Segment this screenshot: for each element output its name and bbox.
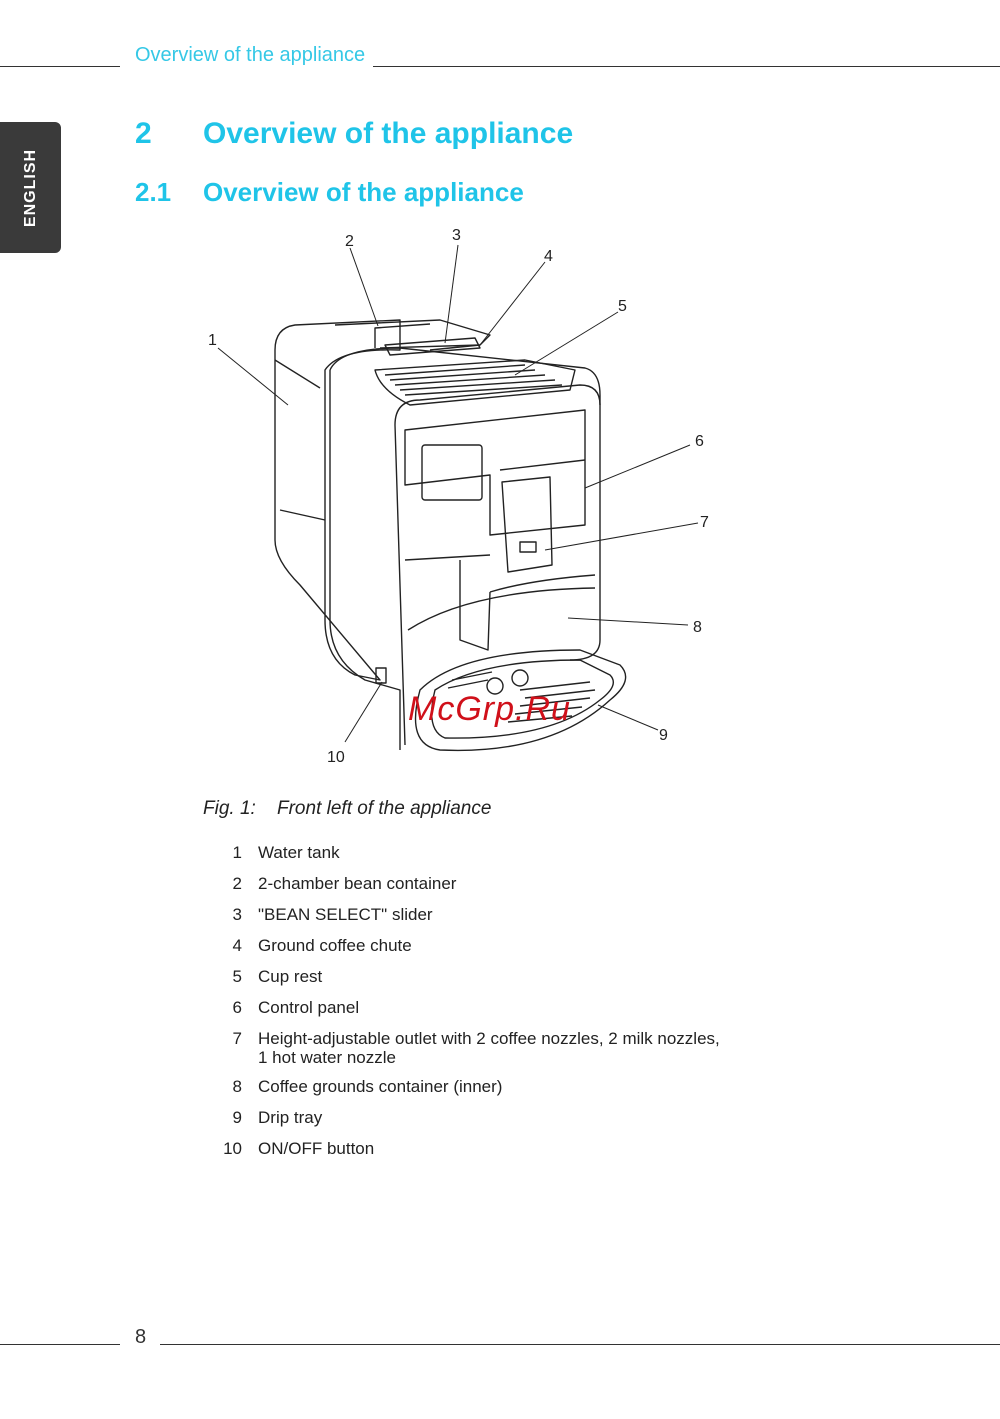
appliance-figure: 1 2 3 4 5 6 7 8 9 10 — [190, 220, 730, 780]
legend-number: 1 — [232, 843, 242, 862]
legend-number: 9 — [232, 1108, 242, 1127]
header-rule-left — [0, 66, 120, 67]
language-tab-label: ENGLISH — [21, 148, 39, 227]
callout-9: 9 — [659, 727, 668, 744]
legend-number: 2 — [232, 874, 242, 893]
callout-3: 3 — [452, 227, 461, 244]
header-rule-right — [373, 66, 1000, 67]
page-number: 8 — [135, 1326, 147, 1348]
legend-text: Water tank — [258, 843, 340, 862]
callout-5: 5 — [618, 298, 627, 315]
heading1-number: 2 — [135, 117, 152, 150]
appliance-drawing: 1 2 3 4 5 6 7 8 9 10 — [208, 227, 709, 766]
footer-rule-right — [160, 1344, 1000, 1345]
heading1-title: Overview of the appliance — [203, 117, 574, 150]
legend-number: 3 — [232, 905, 242, 924]
heading2-number: 2.1 — [135, 177, 172, 207]
callout-1: 1 — [208, 332, 217, 349]
legend-number: 8 — [232, 1077, 242, 1096]
heading2-title: Overview of the appliance — [203, 177, 524, 207]
legend-text: 2-chamber bean container — [258, 874, 457, 893]
legend-text: "BEAN SELECT" slider — [258, 905, 433, 924]
legend-number: 5 — [232, 967, 242, 986]
language-tab: ENGLISH — [0, 122, 61, 253]
legend-text: ON/OFF button — [258, 1139, 375, 1158]
callout-8: 8 — [693, 619, 702, 636]
figure-caption-text: Front left of the appliance — [277, 798, 492, 819]
legend-text: Control panel — [258, 998, 360, 1017]
legend-text: Height-adjustable outlet with 2 coffee n… — [258, 1029, 720, 1048]
figure-caption-label: Fig. 1: — [203, 798, 256, 819]
legend-text: Cup rest — [258, 967, 323, 986]
legend-text: Drip tray — [258, 1108, 323, 1127]
callout-10: 10 — [327, 749, 345, 766]
callout-6: 6 — [695, 433, 704, 450]
footer-rule-left — [0, 1344, 120, 1345]
watermark: McGrp.Ru — [408, 690, 571, 728]
callout-2: 2 — [345, 233, 354, 250]
callout-7: 7 — [700, 514, 709, 531]
legend-text-continued: 1 hot water nozzle — [258, 1048, 396, 1067]
callout-4: 4 — [544, 248, 553, 265]
header-section-label: Overview of the appliance — [135, 44, 366, 66]
legend-number: 4 — [232, 936, 242, 955]
legend-number: 7 — [232, 1029, 242, 1048]
legend-text: Ground coffee chute — [258, 936, 412, 955]
legend-text: Coffee grounds container (inner) — [258, 1077, 503, 1096]
legend-number: 10 — [223, 1139, 242, 1158]
legend-number: 6 — [232, 998, 242, 1017]
